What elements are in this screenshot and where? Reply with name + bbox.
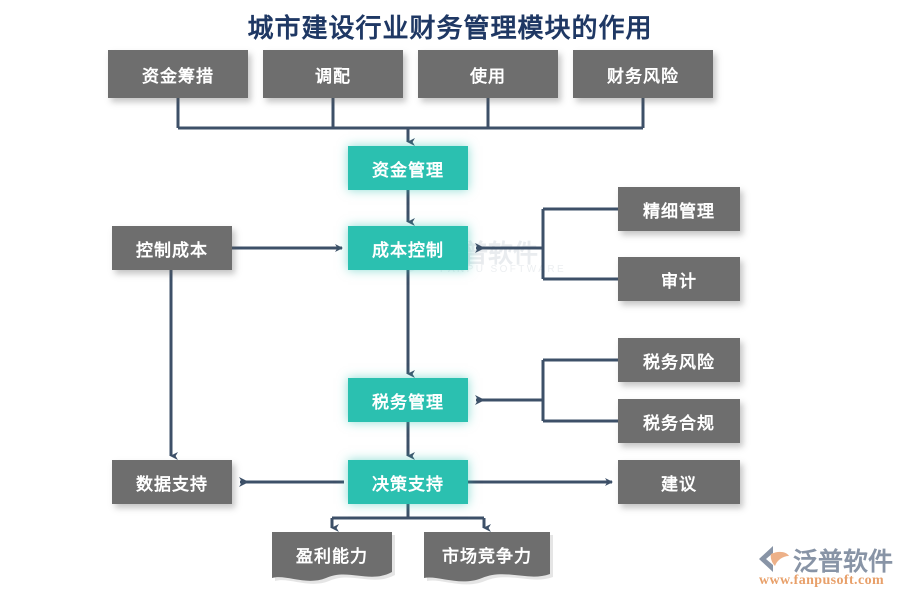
node-tax-risk[interactable]: 税务风险: [618, 338, 740, 382]
node-decision-support[interactable]: 决策支持: [348, 460, 468, 504]
node-control-cost-label: 控制成本: [136, 240, 208, 260]
node-tax-compliance[interactable]: 税务合规: [618, 399, 740, 443]
node-cost-control[interactable]: 成本控制: [348, 226, 468, 270]
node-allocation[interactable]: 调配: [263, 50, 403, 98]
node-market-competitiveness[interactable]: 市场竞争力: [424, 532, 553, 585]
node-decision-support-label: 决策支持: [372, 474, 444, 494]
node-market-competitiveness-label: 市场竞争力: [442, 546, 532, 566]
node-tax-management-label: 税务管理: [372, 392, 444, 412]
node-audit-label: 审计: [661, 271, 697, 291]
logo-url: www.fanpusoft.com: [759, 573, 885, 588]
node-financial-risk-label: 财务风险: [607, 66, 679, 86]
node-cost-control-label: 成本控制: [372, 240, 444, 260]
node-tax-management[interactable]: 税务管理: [348, 378, 468, 422]
node-usage[interactable]: 使用: [418, 50, 558, 98]
node-fund-management-label: 资金管理: [372, 160, 444, 180]
node-profitability-label: 盈利能力: [296, 546, 368, 566]
logo-text: 泛普软件: [793, 548, 894, 576]
torn-shape: [424, 532, 553, 585]
fanpu-logo-icon: [759, 546, 789, 572]
node-profitability[interactable]: 盈利能力: [272, 532, 395, 584]
node-tax-risk-label: 税务风险: [643, 352, 715, 372]
node-suggestion[interactable]: 建议: [618, 460, 740, 504]
node-data-support[interactable]: 数据支持: [112, 460, 232, 504]
node-refined-management-label: 精细管理: [643, 201, 715, 221]
page-title: 城市建设行业财务管理模块的作用: [247, 14, 653, 43]
node-allocation-label: 调配: [315, 66, 351, 86]
node-usage-label: 使用: [470, 66, 506, 86]
node-control-cost[interactable]: 控制成本: [112, 226, 232, 270]
node-audit[interactable]: 审计: [618, 257, 740, 301]
node-funding-label: 资金筹措: [142, 66, 214, 86]
node-fund-management[interactable]: 资金管理: [348, 146, 468, 190]
torn-shape: [272, 532, 395, 584]
node-financial-risk[interactable]: 财务风险: [573, 50, 713, 98]
node-refined-management[interactable]: 精细管理: [618, 187, 740, 231]
node-tax-compliance-label: 税务合规: [643, 413, 715, 433]
node-data-support-label: 数据支持: [136, 474, 208, 494]
node-suggestion-label: 建议: [661, 474, 697, 494]
node-funding[interactable]: 资金筹措: [108, 50, 248, 98]
brand-logo: 泛普软件 www.fanpusoft.com: [757, 542, 897, 594]
